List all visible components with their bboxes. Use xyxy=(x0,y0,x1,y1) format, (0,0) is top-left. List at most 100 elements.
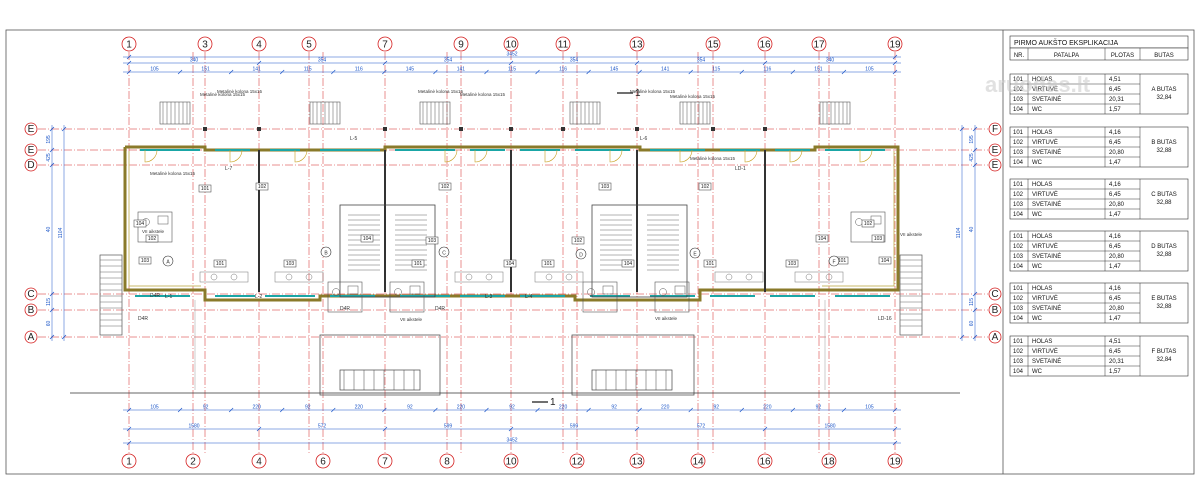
grid-axis-bottom-bubble xyxy=(757,453,773,469)
grid-axis-top-label: 9 xyxy=(458,40,464,51)
wc-sink xyxy=(347,285,359,295)
room-number-box xyxy=(411,259,425,268)
apartment-mark-bubble xyxy=(438,246,450,258)
dim-top-small-label: 115 xyxy=(508,67,516,73)
dim-bottom-small-label: 105 xyxy=(865,405,874,411)
grid-axis-bottom-bubble xyxy=(629,453,645,469)
dim-top-seg-label: 354 xyxy=(318,58,327,64)
dim-right-tick xyxy=(972,307,978,313)
section-mark-label: 1 xyxy=(550,397,556,408)
grid-axis-bottom-bubble xyxy=(503,453,519,469)
dim-bottom-seg-label: 599 xyxy=(570,424,579,430)
table-cell-butas: B BUTAS xyxy=(1151,140,1176,146)
column-note: Metalinė kolona 15x15 xyxy=(460,92,506,97)
dim-left-label: 195 xyxy=(46,135,52,144)
dim-bottom-small-tick xyxy=(688,407,693,413)
table-cell-area: 1,57 xyxy=(1109,369,1121,375)
table-cell-butas-area: 32,88 xyxy=(1156,148,1172,154)
dim-top-small-label: 105 xyxy=(865,67,874,73)
grid-axis-right-bubble xyxy=(988,330,1002,344)
room-number: 104 xyxy=(881,258,890,264)
metal-column xyxy=(561,127,565,131)
room-number-box xyxy=(621,259,635,268)
table-cell-room: HOLAS xyxy=(1032,130,1052,136)
grid-axis-top-label: 4 xyxy=(256,40,262,51)
table-cell-butas: F BUTAS xyxy=(1152,349,1177,355)
table-cell-room: VIRTUVĖ xyxy=(1032,243,1058,250)
table-cell-room: HOLAS xyxy=(1032,339,1052,345)
dim-top-seg-tick xyxy=(892,60,898,66)
apartment-mark: D xyxy=(579,253,583,259)
grid-axis-top-label: 3 xyxy=(202,40,208,51)
wc-toilet xyxy=(332,288,340,296)
plan-details xyxy=(137,149,886,313)
door-swing xyxy=(144,149,158,163)
wc-toilet xyxy=(659,288,667,296)
door-swing xyxy=(744,149,758,163)
grid-axis-top-bubble xyxy=(757,36,773,52)
entrance-porch xyxy=(571,334,695,396)
dim-top-small-tick xyxy=(790,69,796,75)
apartment-mark: B xyxy=(324,251,328,257)
kitchen-counter xyxy=(274,271,324,283)
door-swing xyxy=(609,149,623,163)
table-cell-area: 6,45 xyxy=(1109,140,1121,146)
stair-core xyxy=(591,204,688,298)
grid-axis-top-bubble xyxy=(705,36,721,52)
metal-column xyxy=(459,127,463,131)
apartment-mark: A xyxy=(166,260,170,266)
dim-top-seg-label: 354 xyxy=(570,58,579,64)
table-cell-area: 20,80 xyxy=(1109,254,1125,260)
dim-bottom-small-label: 92 xyxy=(713,405,719,411)
door-swing xyxy=(444,149,458,163)
kitchen-sink xyxy=(285,273,293,281)
room-number: 103 xyxy=(788,261,797,267)
grid-axis-right-bubble xyxy=(988,303,1002,317)
column-note: Metalinė kolona 15x15 xyxy=(630,89,676,94)
dim-bottom-small-label: 92 xyxy=(816,405,822,411)
metal-column xyxy=(203,127,207,131)
dim-top-small-tick xyxy=(126,69,132,75)
dim-right-total-tick xyxy=(959,334,965,340)
wc-room xyxy=(582,281,618,313)
column-note: Metalinė kolona 15x15 xyxy=(217,89,263,94)
table-cell-room: SVETAINĖ xyxy=(1032,96,1061,103)
table-cell-room: VIRTUVĖ xyxy=(1032,139,1058,146)
grid-axis-top-label: 1 xyxy=(126,40,132,51)
dim-bottom-seg-label: 1580 xyxy=(188,424,199,430)
dim-bottom-small-tick xyxy=(228,407,234,413)
grid-axis-right-bubble xyxy=(988,287,1002,301)
dim-bottom-seg-tick xyxy=(762,426,768,432)
grid-axis-bottom-label: 12 xyxy=(571,457,583,468)
kitchen-counter xyxy=(534,271,584,283)
kitchen-hob xyxy=(230,273,238,281)
dim-top-small-label: 116 xyxy=(763,67,771,73)
dim-right-label: 60 xyxy=(969,321,975,327)
apartment-mark-bubble xyxy=(162,255,174,267)
table-header-cell: PLOTAS xyxy=(1111,53,1134,59)
grid-axis-bottom-bubble xyxy=(821,453,837,469)
column-note: Metalinė kolona 15x15 xyxy=(670,94,716,99)
door-swing xyxy=(229,149,243,163)
table-cell-area: 6,45 xyxy=(1109,296,1121,302)
lintel-label: L-2 xyxy=(255,294,262,300)
room-number-box xyxy=(425,236,439,245)
dim-bottom-small-tick xyxy=(841,407,847,413)
column-note: Metalinė kolona 15x15 xyxy=(150,171,196,176)
dim-bottom-total-tick xyxy=(126,440,132,446)
room-number: 104 xyxy=(136,221,145,227)
door-swing xyxy=(789,149,803,163)
lintel-label: LD-1 xyxy=(735,166,746,172)
grid-axis-right-label: A xyxy=(992,332,999,343)
room-number: 102 xyxy=(574,238,583,244)
lintel-label: L-7 xyxy=(225,166,232,172)
grid-axis-top-label: 11 xyxy=(558,40,569,51)
table-cell-nr: 103 xyxy=(1013,97,1024,103)
dim-bottom-small-label: 92 xyxy=(407,405,413,411)
table-cell-room: VIRTUVĖ xyxy=(1032,191,1058,198)
dim-bottom-small-label: 220 xyxy=(355,405,364,411)
table-cell-butas-area: 32,84 xyxy=(1156,95,1172,101)
room-number: 103 xyxy=(141,258,150,264)
